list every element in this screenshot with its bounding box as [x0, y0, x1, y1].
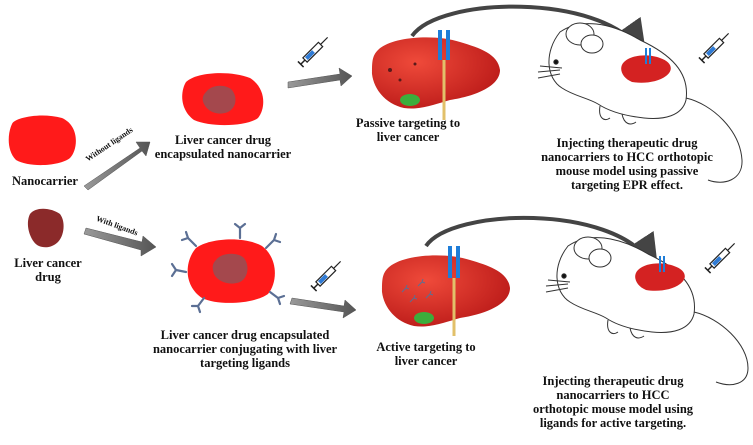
mouse-liver-icon [621, 48, 671, 83]
ligand-icons [170, 222, 286, 314]
syringe-icon [698, 32, 730, 64]
curved-arrow-icon [424, 215, 659, 276]
liver-icon-active [382, 246, 510, 336]
liver-icon-passive [372, 30, 500, 120]
drug-shape [27, 208, 64, 248]
top-encapsulated-nanocarrier [182, 73, 264, 126]
bottom-encapsulated-nanocarrier [170, 222, 286, 314]
top-arrow-to-liver [287, 67, 353, 89]
mouse-icon [537, 22, 743, 183]
with-ligands-arrow [83, 227, 157, 257]
nanocarrier-label: Nanocarrier [12, 174, 78, 188]
syringe-icon [310, 260, 342, 292]
top-encapsulated-label: Liver cancer drug encapsulated nanocarri… [154, 133, 292, 161]
active-targeting-label: Active targeting to liver cancer [376, 340, 476, 368]
bottom-injection-label: Injecting therapeutic drug nanocarriers … [532, 374, 694, 430]
syringe-icon [297, 36, 329, 68]
bottom-encapsulated-label: Liver cancer drug encapsulated nanocarri… [152, 328, 338, 370]
syringe-icon [704, 242, 736, 274]
bottom-arrow-to-liver [289, 297, 357, 319]
nanocarrier-shape [8, 115, 76, 166]
passive-targeting-label: Passive targeting to liver cancer [355, 116, 461, 144]
without-ligands-arrow [83, 141, 151, 191]
top-injection-label: Injecting therapeutic drug nanocarriers … [541, 136, 713, 192]
drug-label: Liver cancer drug [14, 256, 82, 284]
mouse-liver-icon [635, 256, 685, 291]
